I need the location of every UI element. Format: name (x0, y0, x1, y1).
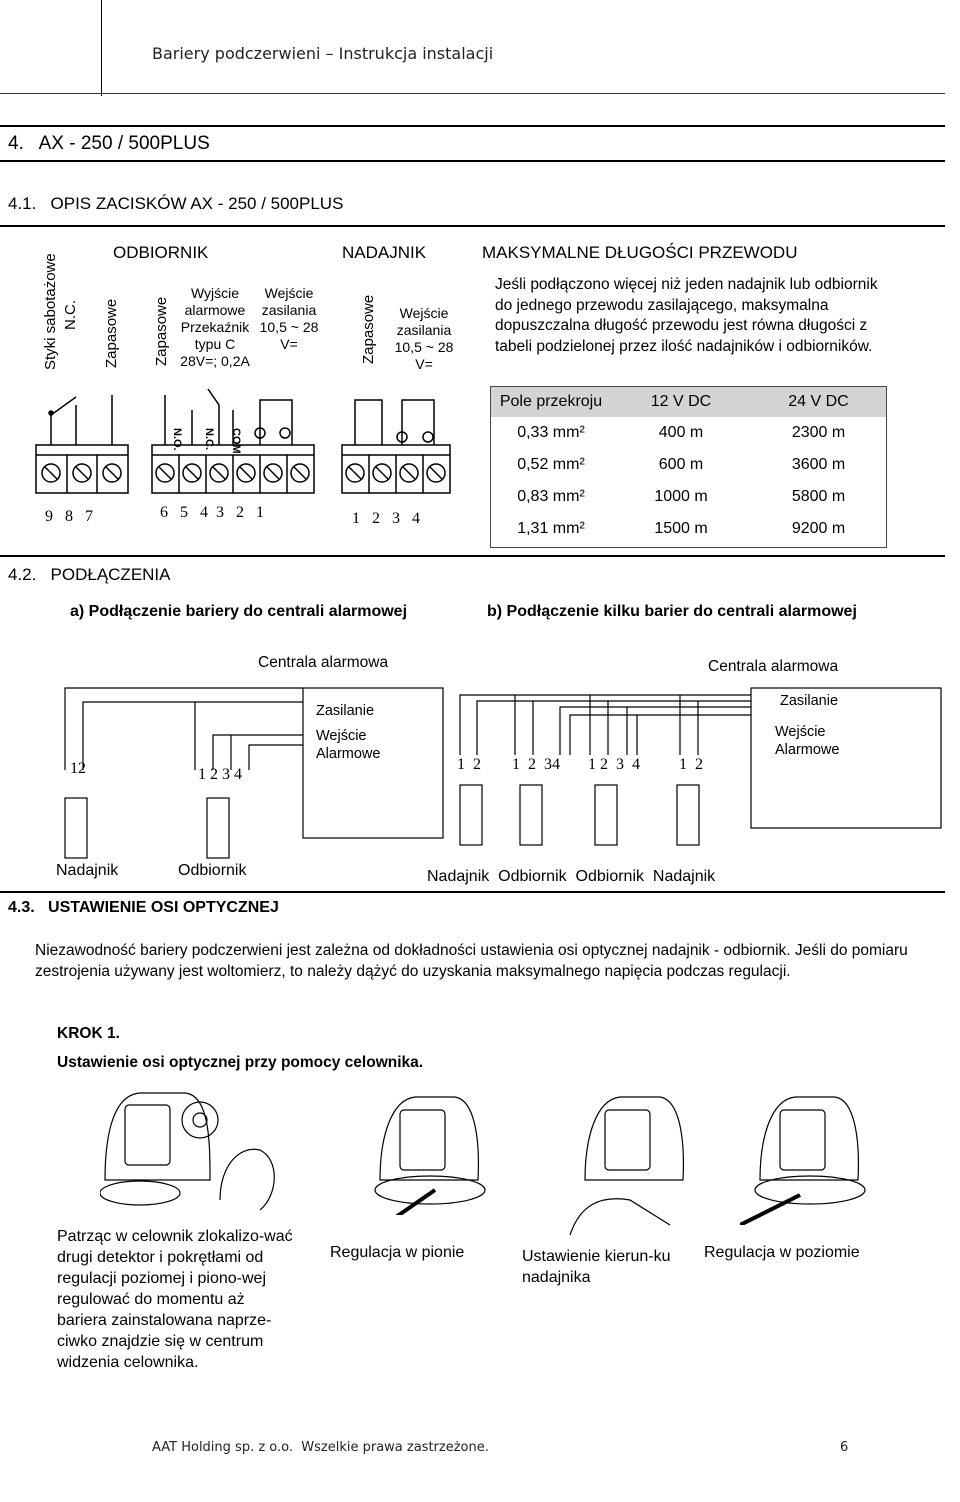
table-row: 0,52 mm² 600 m 3600 m (517, 456, 846, 473)
caption-vertical-adjust: Regulacja w pionie (330, 1244, 465, 1261)
cable-table: Pole przekroju 12 V DC 24 V DC 0,33 mm² … (490, 386, 887, 548)
sighting-illustration-2 (374, 1096, 486, 1215)
b-numbers-4: 1 2 (679, 756, 703, 773)
section41-rule (0, 225, 945, 227)
contact-nc-label: N.C. (203, 428, 215, 450)
header-rule (0, 93, 945, 94)
nc-label: N.C. (62, 300, 79, 330)
table-row: 0,33 mm² 400 m 2300 m (517, 424, 846, 441)
spare-label-receiver-1: Zapasowe (103, 298, 120, 368)
connection-a-heading: a) Podłączenie bariery do centrali alarm… (70, 603, 408, 620)
max-length-heading: MAKSYMALNE DŁUGOŚCI PRZEWODU (482, 243, 798, 262)
cable-table-header: Pole przekroju 12 V DC 24 V DC (491, 387, 886, 417)
footer-company: AAT Holding sp. z o.o. Wszelkie prawa za… (152, 1440, 489, 1455)
alignment-intro: Niezawodność bariery podczerwieni jest z… (35, 942, 908, 980)
section42-title: 4.2. PODŁĄCZENIA (8, 565, 171, 584)
footer-page-number: 6 (840, 1440, 849, 1455)
section4-top-rule (0, 125, 945, 127)
section42-rule (0, 555, 945, 557)
tx-numbers-a: 12 (70, 760, 86, 777)
max-length-text: Jeśli podłączono więcej niż jeden nadajn… (495, 276, 878, 355)
transmitter-heading: NADAJNIK (342, 243, 427, 262)
spare-label-receiver-2: Zapasowe (153, 296, 170, 366)
spare-label-transmitter: Zapasowe (360, 294, 377, 364)
caption-sighting: Patrząc w celownik zlokalizo-wać drugi d… (57, 1228, 293, 1371)
receiver-power-input-label: Wejście zasilania 10,5 ~ 28 V= (259, 285, 319, 352)
panel-label-a: Centrala alarmowa (258, 654, 389, 671)
step-title: Ustawienie osi optycznej przy pomocy cel… (57, 1054, 424, 1071)
connection-b-heading: b) Podłączenie kilku barier do centrali … (487, 603, 857, 620)
header-divider (101, 0, 102, 96)
b-numbers-2: 1 2 34 (512, 756, 560, 773)
contact-com-label: COM (230, 428, 242, 454)
transmitter-label-a: Nadajnik (56, 862, 119, 879)
b-numbers-1: 1 2 (457, 756, 481, 773)
power-label-b: Zasilanie (780, 693, 839, 709)
caption-transmitter-direction: Ustawienie kierun-ku nadajnika (522, 1248, 671, 1286)
section4-title: 4. AX - 250 / 500PLUS (8, 133, 210, 154)
b-numbers-3: 1 2 3 4 (588, 756, 640, 773)
sighting-illustration-1 (100, 1092, 275, 1211)
table-row: 0,83 mm² 1000 m 5800 m (517, 488, 846, 505)
receiver-numbers-left: 9 8 7 (45, 508, 93, 525)
tamper-label: Styki sabotażowe (42, 253, 59, 370)
sighting-illustration-3 (569, 1096, 684, 1235)
step-label: KROK 1. (57, 1025, 120, 1042)
table-row: 1,31 mm² 1500 m 9200 m (517, 520, 846, 537)
alarm-input-label-a: Wejście Alarmowe (316, 728, 381, 762)
contact-labels: N.O. (171, 428, 183, 451)
alarm-output-label: Wyjście alarmowe Przekaźnik typu C 28V=;… (180, 285, 250, 369)
section43-title: 4.3. USTAWIENIE OSI OPTYCZNEJ (8, 899, 279, 916)
receiver-label-a: Odbiornik (178, 862, 247, 879)
panel-label-b: Centrala alarmowa (708, 658, 839, 675)
sighting-illustration-4 (740, 1096, 866, 1225)
section41-title: 4.1. OPIS ZACISKÓW AX - 250 / 500PLUS (8, 194, 344, 213)
device-labels-b: Nadajnik Odbiornik Odbiornik Nadajnik (427, 868, 716, 885)
wiring-diagram-a (64, 687, 444, 859)
receiver-heading: ODBIORNIK (113, 243, 209, 262)
section4-bottom-rule (0, 160, 945, 162)
wiring-diagram-b (459, 687, 942, 846)
section43-rule (0, 891, 945, 893)
transmitter-numbers: 1 2 3 4 (352, 510, 420, 527)
rx-numbers-a: 1 2 3 4 (198, 766, 242, 783)
transmitter-power-input-label: Wejście zasilania 10,5 ~ 28 V= (394, 305, 454, 372)
page-header-title: Bariery podczerwieni – Instrukcja instal… (152, 44, 494, 63)
alarm-input-label-b: Wejście Alarmowe (775, 724, 840, 758)
receiver-numbers-right: 6 5 4 3 2 1 (160, 504, 264, 521)
caption-horizontal-adjust: Regulacja w poziomie (704, 1244, 860, 1261)
power-label-a: Zasilanie (316, 703, 375, 719)
terminal-diagram (35, 388, 451, 494)
